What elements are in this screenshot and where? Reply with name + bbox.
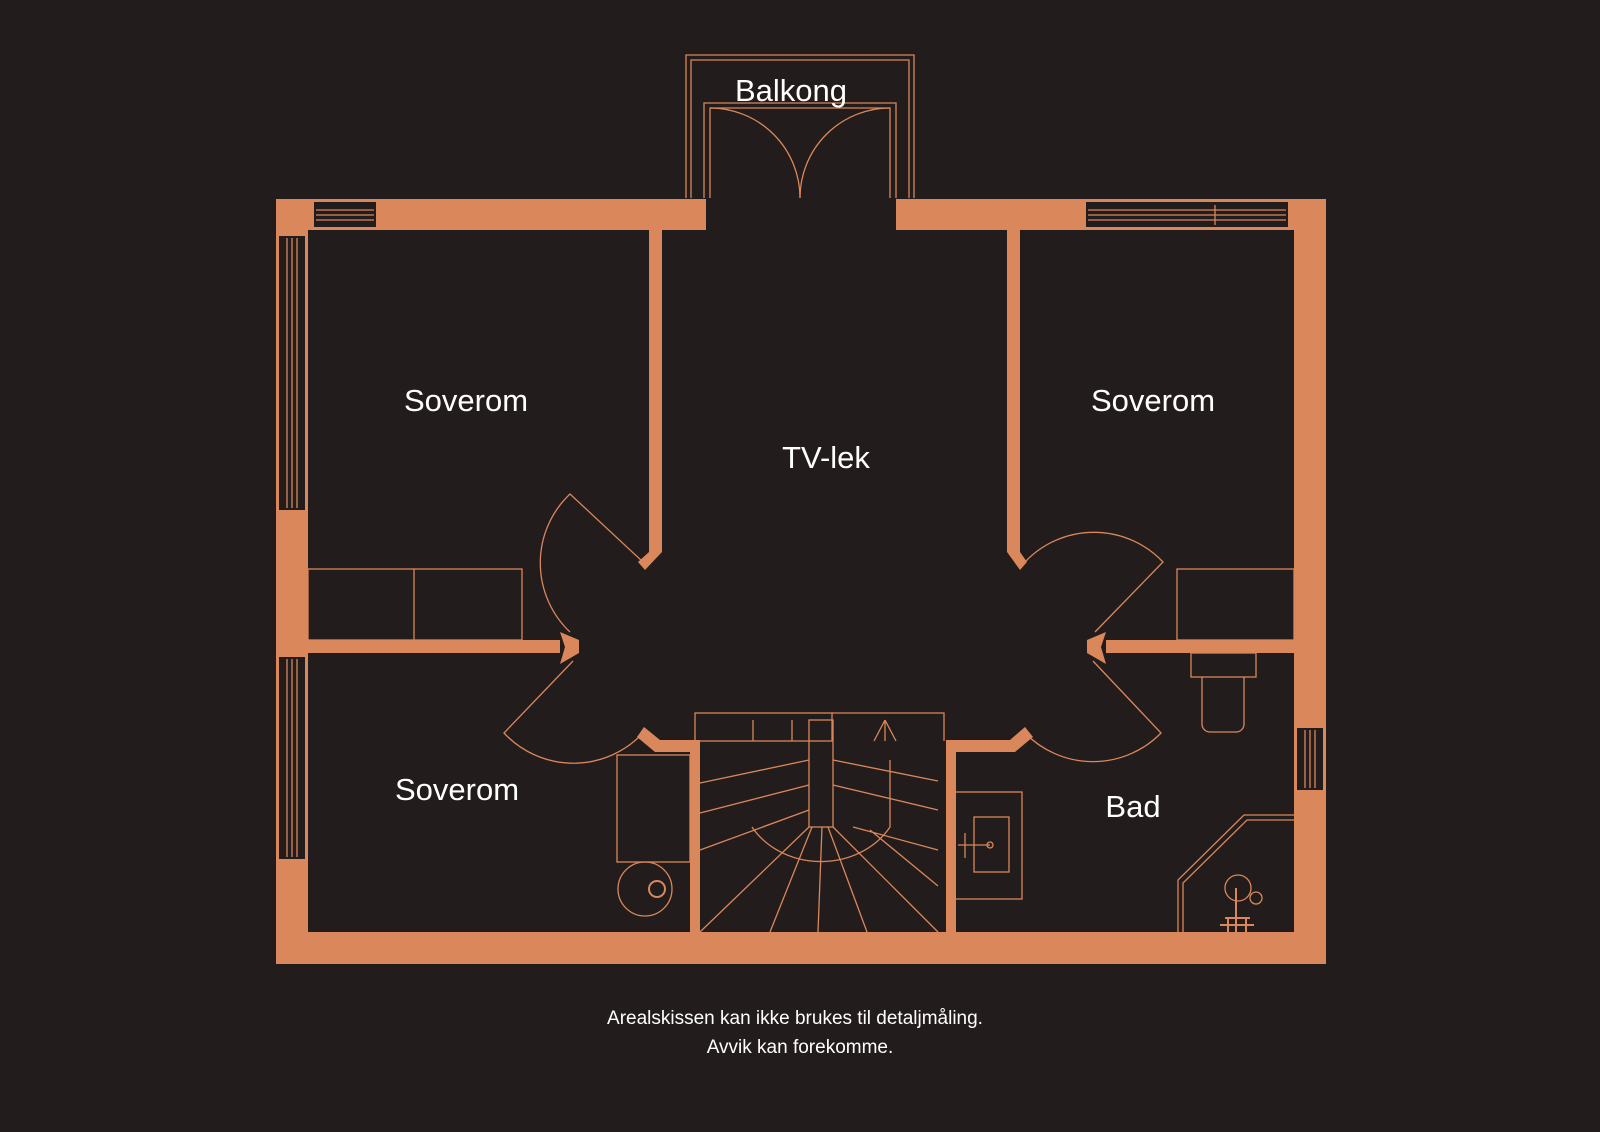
shower <box>1177 814 1294 932</box>
room-label-tv-lek: TV-lek <box>782 440 870 475</box>
disclaimer-line-1: Arealskissen kan ikke brukes til detaljm… <box>607 1008 983 1029</box>
balcony <box>685 54 915 199</box>
room-label-soverom-bottom-left: Soverom <box>395 772 519 807</box>
wardrobe-right <box>1176 568 1295 641</box>
staircase <box>694 712 945 933</box>
sink-cabinet <box>951 791 1023 900</box>
room-label-soverom-top-left: Soverom <box>404 383 528 418</box>
windows <box>279 202 1323 859</box>
disclaimer-line-2: Avvik kan forekomme. <box>707 1037 894 1058</box>
room-label-soverom-top-right: Soverom <box>1091 383 1215 418</box>
room-label-balkong: Balkong <box>735 73 847 108</box>
wardrobe-left <box>307 568 523 641</box>
toilet <box>1190 652 1257 733</box>
door-swings <box>503 493 1164 764</box>
laundry-units <box>616 754 691 917</box>
room-label-bad: Bad <box>1105 789 1160 824</box>
interior-walls <box>308 230 1294 932</box>
